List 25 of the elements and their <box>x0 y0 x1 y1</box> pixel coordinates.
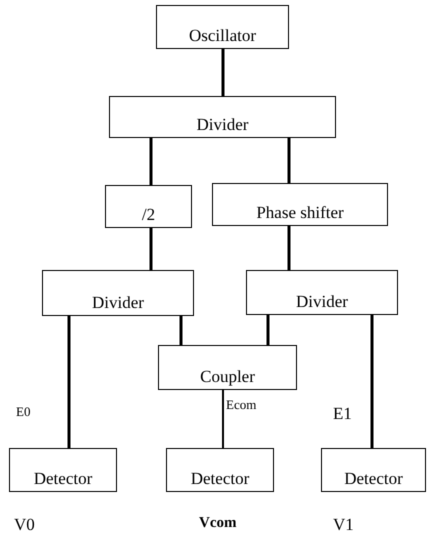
connector-line <box>288 226 290 270</box>
process-box: /2 <box>105 185 192 228</box>
signal-label: V1 <box>333 516 354 533</box>
process-box: Phase shifter <box>212 183 388 226</box>
connector-line <box>68 316 70 448</box>
connector-line <box>288 138 290 183</box>
connector-line <box>266 315 270 345</box>
connector-line <box>180 316 182 345</box>
process-box: Divider <box>109 96 336 138</box>
signal-label: V0 <box>14 516 35 533</box>
process-box: Detector <box>166 448 274 492</box>
connector-line <box>222 390 224 448</box>
edge-label: Ecom <box>226 398 256 411</box>
connector-line <box>150 138 152 185</box>
process-box: Oscillator <box>156 5 289 49</box>
process-box: Divider <box>246 270 398 315</box>
edge-label: E0 <box>16 405 30 418</box>
process-box: Detector <box>321 448 426 492</box>
process-box: Divider <box>42 270 194 316</box>
process-box: Coupler <box>158 345 297 390</box>
edge-label: E1 <box>333 405 352 422</box>
connector-line <box>370 315 374 448</box>
connector-line <box>150 228 152 270</box>
process-box: Detector <box>9 448 117 492</box>
connector-line <box>222 49 224 96</box>
